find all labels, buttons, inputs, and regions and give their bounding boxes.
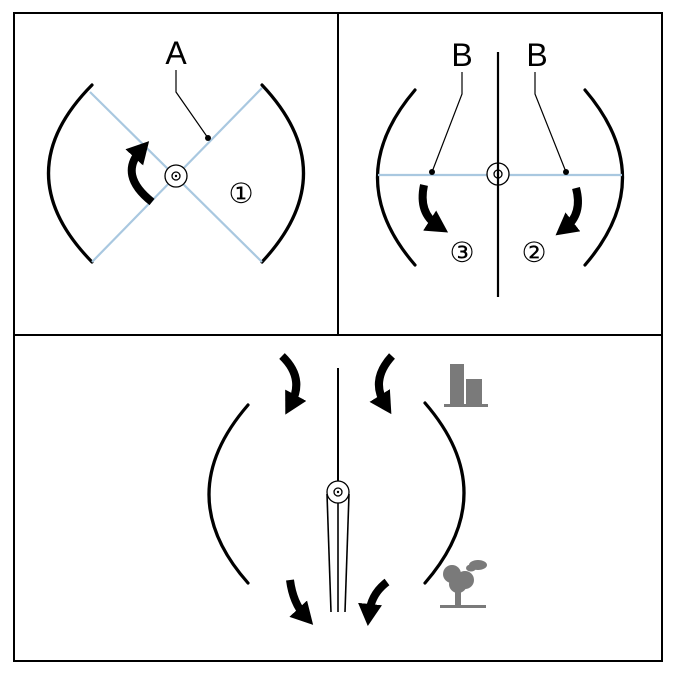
leader-line-a — [175, 70, 209, 139]
pivot-icon — [326, 480, 350, 504]
rotate-arrow-bottom-right-icon — [358, 578, 390, 626]
panel-top-left: A ① — [47, 35, 305, 264]
left-bracket — [376, 88, 417, 267]
rotate-arrow-bottom-left-icon — [286, 579, 314, 625]
step-2: ② — [521, 236, 546, 269]
panel-top-right: B B ③ ② — [376, 37, 624, 297]
rotate-arrow-right-icon — [555, 186, 582, 236]
step-1: ① — [228, 177, 253, 210]
left-bracket — [47, 83, 94, 264]
leader-line-b-right — [534, 72, 567, 173]
pivot-icon — [486, 162, 510, 186]
rotate-arrow-top-left-icon — [279, 353, 307, 415]
label-a: A — [165, 35, 187, 71]
leader-dot-b-left — [429, 169, 435, 175]
right-bracket — [583, 88, 624, 267]
tree-icon — [440, 560, 487, 608]
swing-line-left — [326, 493, 332, 613]
leader-dot-b-right — [563, 169, 569, 175]
label-b-right: B — [526, 37, 547, 73]
pivot-icon — [164, 164, 188, 188]
rotate-arrow-top-right-icon — [369, 353, 396, 415]
panel-bottom — [207, 353, 488, 626]
leader-line-b-left — [431, 72, 463, 173]
right-bracket — [423, 401, 466, 585]
step-3: ③ — [449, 236, 474, 269]
rotate-arrow-left-icon — [418, 184, 449, 233]
building-icon — [444, 364, 488, 407]
swing-line-right — [344, 493, 350, 613]
right-bracket — [260, 83, 305, 264]
label-b-left: B — [451, 37, 472, 73]
rotate-arrow-icon — [125, 141, 155, 206]
left-bracket — [207, 403, 250, 585]
leader-dot-a — [205, 135, 211, 141]
